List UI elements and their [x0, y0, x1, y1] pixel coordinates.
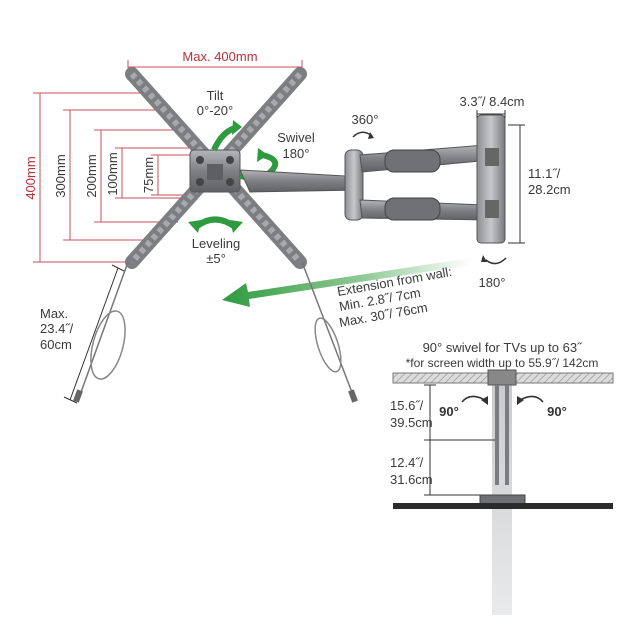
rotation-180-label: 180°: [479, 275, 506, 290]
swivel-title: Swivel: [277, 130, 315, 145]
extension-arrow-icon: [222, 258, 471, 307]
rotation-180-icon: [481, 255, 507, 265]
ceiling-offset-dimension-lines: [424, 384, 495, 496]
ceiling-view-subtitle: *for screen width up to 55.9˝/ 142cm: [406, 356, 599, 370]
swivel-left-arrow-icon: [461, 395, 488, 405]
wall-plate-width: 3.3˝/ 8.4cm: [459, 94, 524, 109]
top-view-arm: [479, 369, 526, 615]
leveling-range: ±5°: [206, 251, 226, 266]
leveling-title: Leveling: [192, 236, 240, 251]
ceiling-view-title: 90° swivel for TVs up to 63˝: [423, 340, 584, 355]
wall-plate-height-inch: 11.1˝/: [528, 166, 561, 181]
cable-length-inch: 23.4˝/: [40, 321, 74, 336]
vesa-400-label: 400mm: [23, 156, 38, 199]
cable-length-max: Max.: [40, 306, 68, 321]
offset-2-cm: 31.6cm: [390, 472, 433, 487]
swivel-right-angle: 90°: [547, 404, 567, 419]
max-vesa-label: Max. 400mm: [182, 49, 257, 64]
rotation-360-icon: [352, 131, 374, 139]
safety-cable-left: [73, 261, 129, 403]
cable-length-dimension: [63, 264, 125, 404]
wall-plate-dimension-lines: [476, 110, 525, 244]
tilt-range: 0°-20°: [197, 103, 233, 118]
cable-length-cm: 60cm: [40, 337, 72, 352]
safety-cable-right: [301, 261, 358, 403]
articulating-arm: [239, 144, 491, 221]
swivel-range: 180°: [283, 146, 310, 161]
vesa-200-label: 200mm: [84, 154, 99, 197]
offset-2-inch: 12.4˝/: [390, 455, 424, 470]
vesa-75-label: 75mm: [141, 157, 156, 193]
vesa-300-label: 300mm: [53, 154, 68, 197]
vesa-100-label: 100mm: [105, 152, 120, 195]
wall-plate-height-cm: 28.2cm: [528, 182, 571, 197]
tilt-arrow-icon: [211, 120, 242, 152]
swivel-left-angle: 90°: [439, 404, 459, 419]
swivel-right-arrow-icon: [517, 395, 544, 405]
wall-plate: [476, 114, 506, 244]
vesa-x-bracket: [125, 67, 307, 269]
top-view-tv-panel: [393, 503, 613, 509]
leveling-arrow-icon: [188, 216, 243, 233]
offset-1-inch: 15.6˝/: [390, 398, 424, 413]
tilt-title: Tilt: [207, 88, 224, 103]
rotation-360-label: 360°: [352, 112, 379, 127]
offset-1-cm: 39.5cm: [390, 415, 433, 430]
